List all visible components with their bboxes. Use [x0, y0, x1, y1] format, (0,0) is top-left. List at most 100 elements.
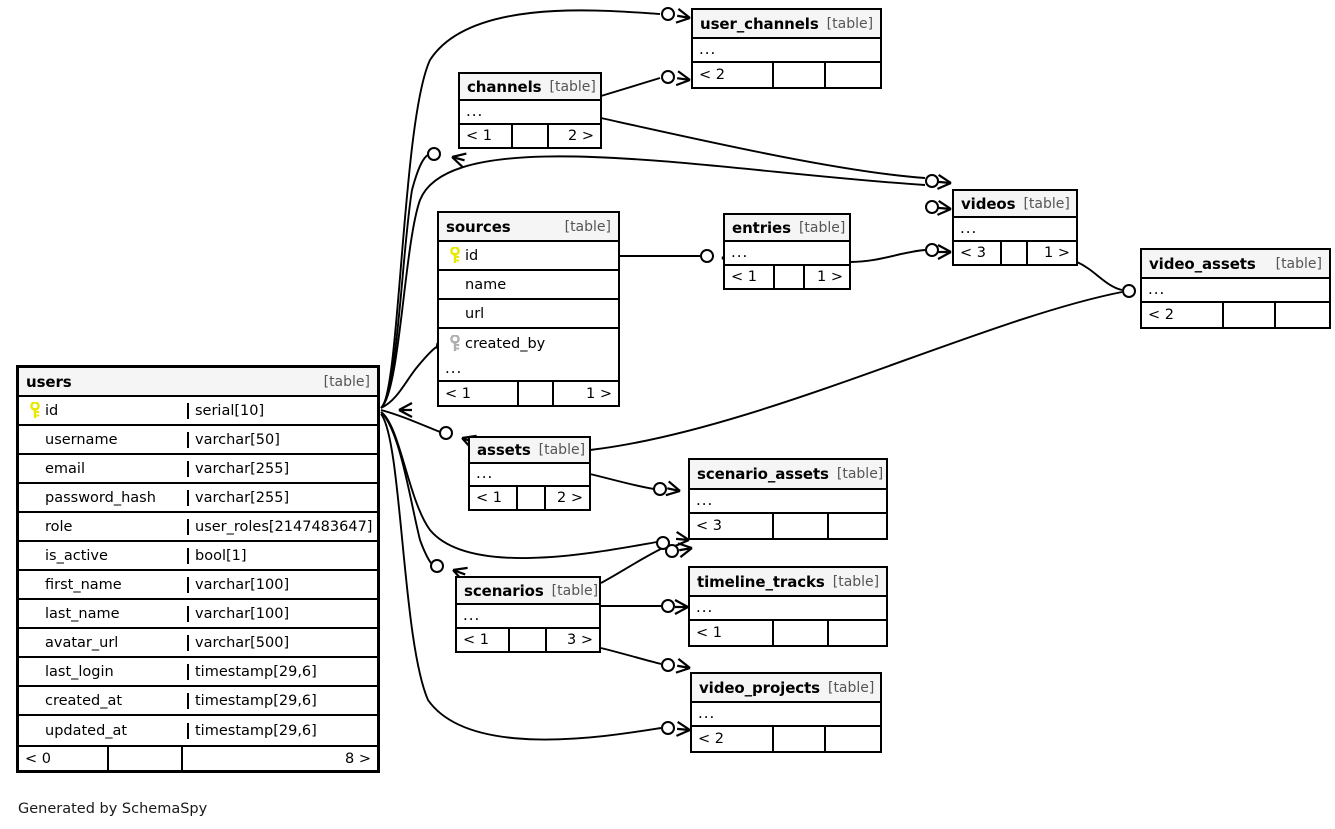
table-channels-footer-right: 2 >: [568, 128, 594, 144]
table-video-assets-footer-middle: [1224, 303, 1276, 327]
column-type-cell: user_roles[2147483647]: [187, 518, 377, 535]
table-users-kind: [table]: [323, 373, 370, 390]
table-videos-title: videos: [961, 194, 1016, 213]
column-name-text: last_login: [45, 663, 114, 680]
table-sources-row-url[interactable]: url: [439, 300, 618, 329]
table-channels-ellipsis: ...: [460, 101, 600, 125]
table-entries-footer-left: < 1: [725, 266, 775, 288]
column-name-cell: username: [19, 432, 187, 448]
table-videos-footer-right: 1 >: [1044, 245, 1070, 261]
table-assets[interactable]: assets [table] ... < 1 2 >: [468, 436, 591, 511]
column-name-text: id: [465, 247, 479, 264]
crowfoot-arrow: [676, 540, 695, 559]
crowfoot-arrow: [936, 243, 953, 261]
table-user-channels-kind: [table]: [826, 15, 874, 32]
edge-endpoint-circle: [665, 544, 679, 558]
table-scenarios[interactable]: scenarios [table] ... < 1 3 >: [455, 576, 601, 653]
table-timeline-tracks[interactable]: timeline_tracks [table] ... < 1: [688, 566, 888, 647]
column-name-cell: created_by: [439, 335, 618, 352]
table-entries-title: entries: [732, 218, 791, 237]
edge-endpoint-circle: [661, 70, 675, 84]
edge-endpoint-circle: [1122, 284, 1136, 298]
edge-assets-video_assets: [589, 291, 1123, 451]
table-entries-header: entries [table]: [725, 215, 849, 242]
table-scenarios-footer-middle: [510, 629, 547, 651]
table-timeline-tracks-title: timeline_tracks: [697, 572, 825, 591]
table-timeline-tracks-header: timeline_tracks [table]: [690, 568, 886, 597]
table-users-row-username[interactable]: username varchar[50]: [19, 426, 377, 455]
crowfoot-arrow: [674, 657, 693, 676]
table-sources-row-created_by[interactable]: created_by: [439, 329, 618, 358]
table-scenario-assets-header: scenario_assets [table]: [690, 460, 886, 490]
table-scenarios-title: scenarios: [464, 581, 544, 600]
table-assets-footer: < 1 2 >: [470, 487, 589, 509]
column-name-text: username: [45, 431, 118, 448]
table-video-projects[interactable]: video_projects [table] ... < 2: [690, 672, 882, 753]
table-scenario-assets-kind: [table]: [836, 466, 884, 482]
table-video-projects-footer-middle: [774, 727, 826, 751]
table-video-assets-header: video_assets [table]: [1142, 250, 1329, 279]
table-channels-header: channels [table]: [460, 74, 600, 101]
table-sources-footer-left: < 1: [439, 382, 519, 405]
table-scenario-assets-ellipsis: ...: [690, 490, 886, 514]
column-type-cell: varchar[100]: [187, 576, 377, 593]
table-channels-footer-middle: [513, 125, 549, 147]
table-sources-header: sources [table]: [439, 213, 618, 242]
table-scenario-assets-footer-right: [829, 514, 886, 538]
table-scenario-assets-footer: < 3: [690, 514, 886, 538]
table-sources-row-name[interactable]: name: [439, 271, 618, 300]
edge-channels-videos: [600, 117, 926, 179]
edge-endpoint-circle: [661, 7, 675, 21]
column-type-cell: varchar[255]: [187, 460, 377, 477]
table-entries-footer-right: 1 >: [817, 269, 843, 285]
edge-endpoint-circle: [661, 721, 675, 735]
column-name-cell: url: [439, 306, 618, 322]
column-type-cell: varchar[50]: [187, 431, 377, 448]
column-type-cell: serial[10]: [187, 402, 377, 419]
table-users-row-role[interactable]: role user_roles[2147483647]: [19, 513, 377, 542]
table-scenario-assets-footer-middle: [774, 514, 829, 538]
edge-users-channels: [380, 153, 431, 409]
column-type-text: varchar[50]: [195, 431, 280, 448]
edge-endpoint-circle: [700, 249, 714, 263]
column-name-cell: id: [19, 402, 187, 419]
column-type-cell: varchar[255]: [187, 489, 377, 506]
table-timeline-tracks-ellipsis: ...: [690, 597, 886, 621]
table-assets-kind: [table]: [538, 442, 586, 458]
table-channels[interactable]: channels [table] ... < 1 2 >: [458, 72, 602, 149]
table-assets-title: assets: [477, 441, 531, 459]
edge-endpoint-circle: [925, 200, 939, 214]
column-name-cell: password_hash: [19, 490, 187, 506]
column-name-text: role: [45, 518, 73, 535]
table-user-channels[interactable]: user_channels [table] ... < 2: [691, 8, 882, 89]
table-users-footer-left: < 0: [19, 747, 109, 770]
table-scenarios-footer: < 1 3 >: [457, 629, 599, 651]
table-videos[interactable]: videos [table] ... < 3 1 >: [952, 189, 1078, 266]
table-sources-title: sources: [446, 217, 511, 236]
table-scenario-assets[interactable]: scenario_assets [table] ... < 3: [688, 458, 888, 540]
table-video-assets[interactable]: video_assets [table] ... < 2: [1140, 248, 1331, 329]
table-sources-row-id[interactable]: id: [439, 242, 618, 271]
table-sources-footer-middle: [519, 382, 554, 405]
table-video-assets-footer: < 2: [1142, 303, 1329, 327]
edge-endpoint-circle: [653, 482, 667, 496]
table-assets-header: assets [table]: [470, 438, 589, 464]
table-channels-title: channels: [467, 77, 542, 96]
table-entries[interactable]: entries [table] ... < 1 1 >: [723, 213, 851, 290]
edge-endpoint-circle: [925, 243, 939, 257]
table-video-projects-title: video_projects: [699, 678, 820, 697]
